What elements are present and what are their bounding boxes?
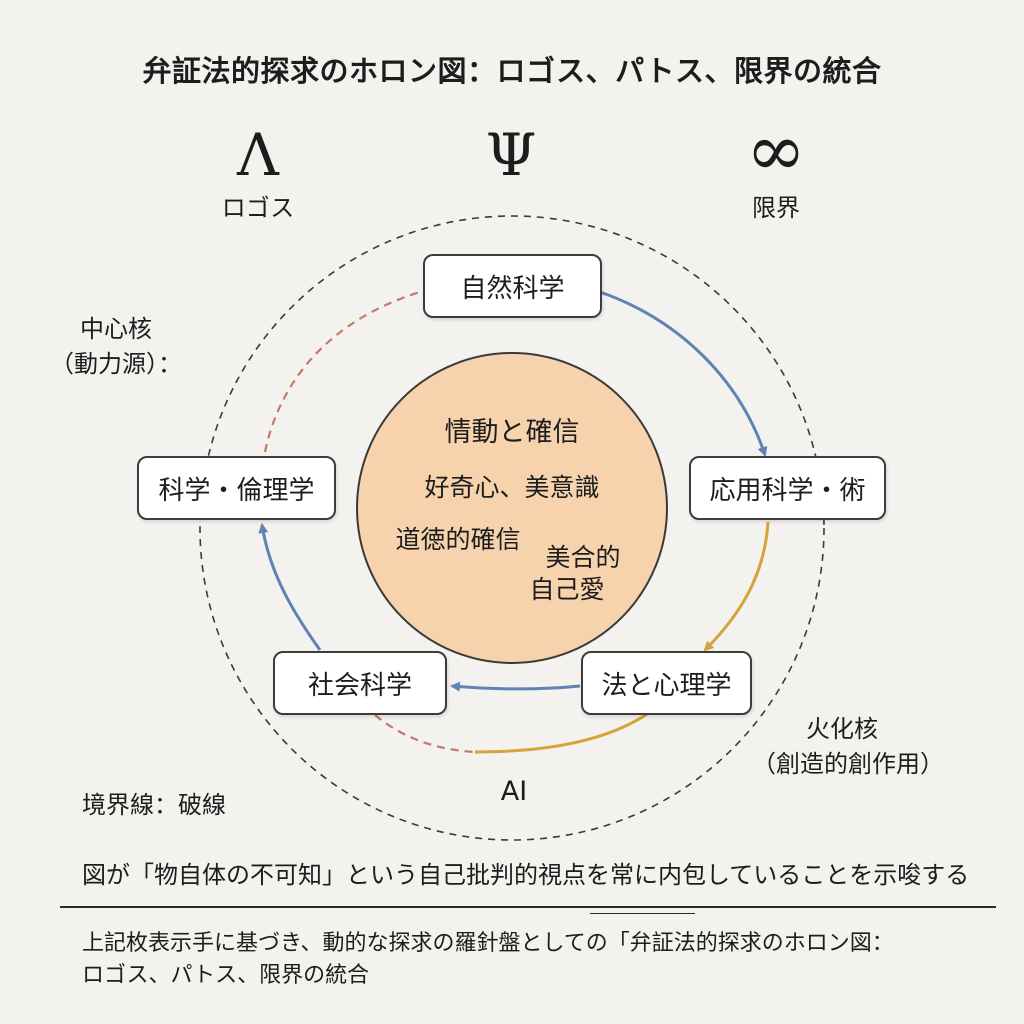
arrow-bottom-right-to-bottom-left — [450, 681, 581, 692]
dashed-arc-left-to-top — [263, 290, 421, 453]
node-social-science: 社会科学 — [273, 651, 447, 715]
lambda-symbol-icon: Λ — [237, 121, 279, 189]
core-line-harmony: 美合的 — [545, 543, 621, 572]
caption-bottom-line1: 上記枚表示手に基づき、動的な探求の羅針盤としての「弁証法的探求のホロン図： — [82, 931, 894, 956]
psi-symbol-icon: Ψ — [485, 121, 537, 189]
core-line-moral: 道徳的確信 — [395, 525, 521, 554]
limit-label: 限界 — [752, 194, 800, 222]
right-fire-label: 火化核 （創造的創作用） — [752, 712, 944, 782]
core-line-selflove: 自己愛 — [529, 575, 605, 604]
left-core-label: 中心核 （動力源）： — [50, 312, 182, 382]
divider-line — [60, 906, 996, 908]
arc-bottom-right — [474, 710, 651, 754]
right-fire-label-line2: （創造的創作用） — [752, 749, 944, 778]
caption-bottom-line2: ロゴス、パトス、限界の統合 — [82, 962, 370, 988]
node-applied-science: 応用科学・術 — [689, 456, 886, 520]
core-line-curiosity: 好奇心、美意識 — [424, 473, 600, 502]
caption-bottom: 上記枚表示手に基づき、動的な探求の羅針盤としての「弁証法的探求のホロン図： ロゴ… — [82, 928, 1002, 992]
infinity-symbol-icon: ∞ — [746, 108, 806, 192]
node-law-psychology: 法と心理学 — [581, 651, 752, 715]
boundary-label: 境界線：破線 — [82, 791, 226, 819]
dashed-arc-bottom-left — [374, 714, 476, 754]
left-core-label-line1: 中心核 — [80, 315, 152, 343]
caption-critical-viewpoint: 図が「物自体の不可知」という自己批判的視点を常に内包していることを示唆する — [82, 861, 970, 889]
node-science-ethics: 科学・倫理学 — [137, 456, 336, 520]
left-core-label-line2: （動力源）： — [50, 349, 182, 378]
core-circle — [356, 352, 668, 664]
right-fire-label-line1: 火化核 — [806, 715, 878, 743]
arrow-right-to-bottom-right — [703, 521, 770, 652]
diagram-title: 弁証法的探求のホロン図：ロゴス、パトス、限界の統合 — [142, 54, 882, 88]
arrow-top-to-right — [599, 290, 768, 457]
ai-label: AI — [500, 776, 528, 807]
logos-label: ロゴス — [221, 194, 295, 222]
core-title: 情動と確信 — [444, 417, 580, 448]
short-rule — [590, 913, 695, 914]
arrow-bottom-left-to-left — [258, 523, 322, 651]
node-natural-science: 自然科学 — [423, 254, 602, 318]
outer-boundary-circle — [199, 215, 825, 841]
